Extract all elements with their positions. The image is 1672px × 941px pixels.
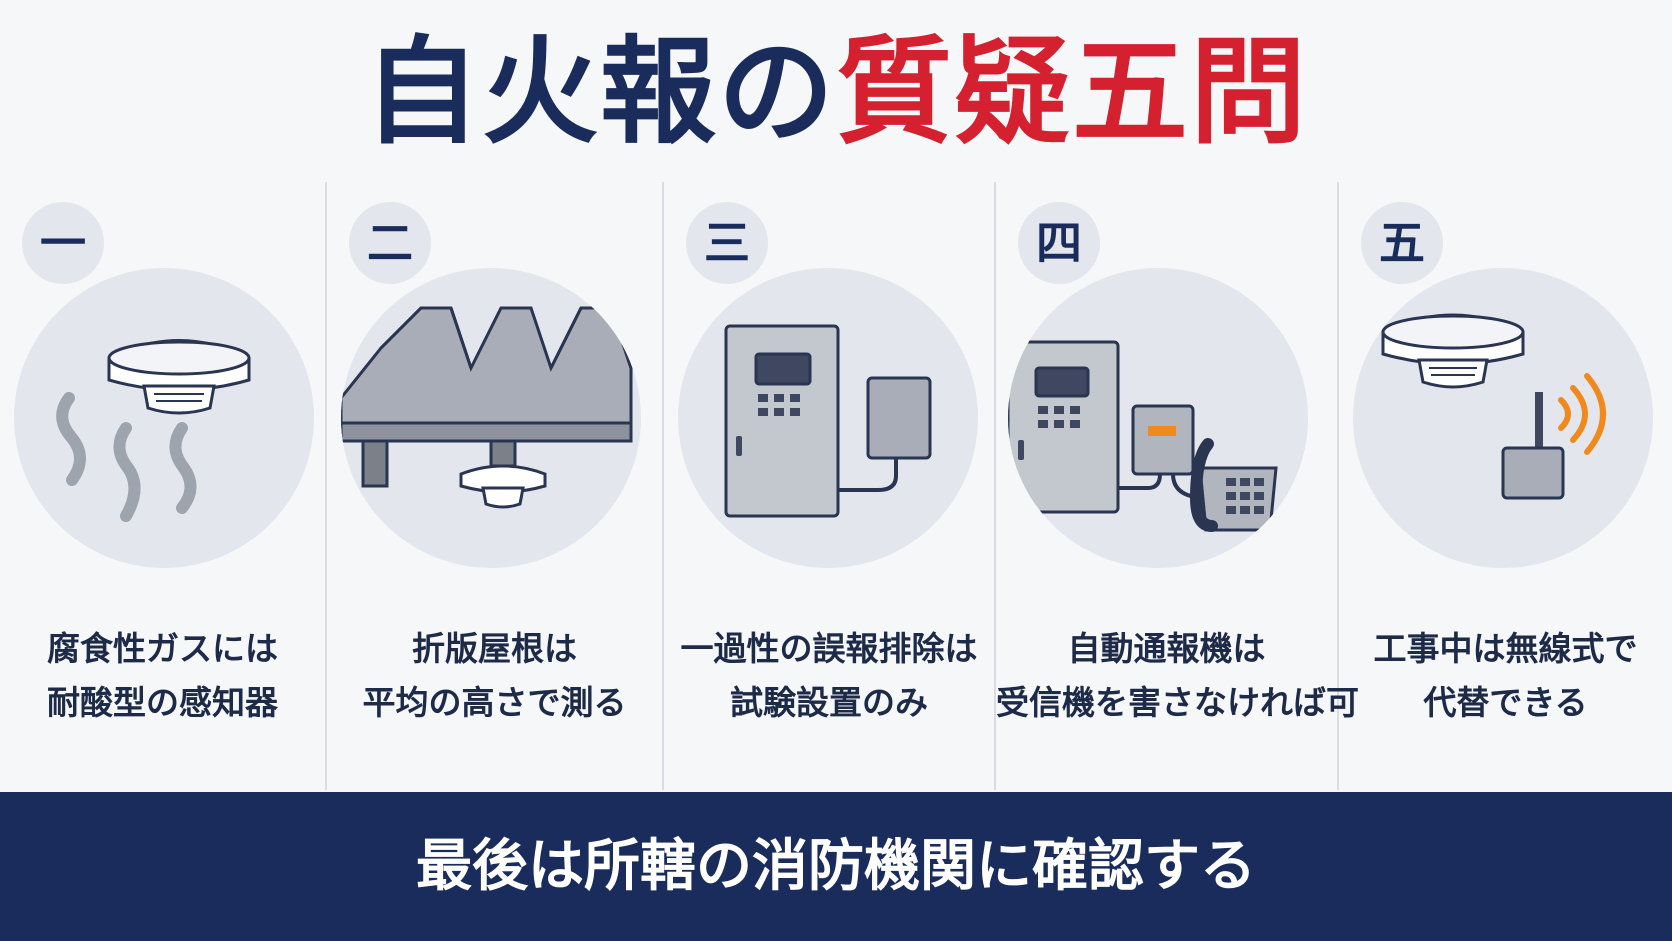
divider — [994, 182, 996, 790]
title-part-navy: 自火報の — [364, 25, 836, 160]
footer-text: 最後は所轄の消防機関に確認する — [416, 834, 1256, 899]
folded-plate-roof-detector-icon — [341, 306, 633, 509]
illustration-circle — [341, 268, 641, 568]
control-panel-with-auto-dialer-telephone-icon — [1008, 340, 1278, 532]
tip-panel-4: 四 — [996, 182, 1359, 790]
illustration-circle — [1008, 268, 1308, 568]
caption-line-2: 代替できる — [1423, 683, 1588, 722]
tip-caption: 一過性の誤報排除は 試験設置のみ — [664, 622, 994, 730]
divider — [662, 182, 664, 790]
tip-caption: 折版屋根は 平均の高さで測る — [327, 622, 662, 730]
page-title: 自火報の質疑五問 — [0, 18, 1672, 168]
number-badge: 二 — [349, 202, 431, 284]
tip-panel-3: 三 一過性の誤報排除は 試験設置のみ — [664, 182, 994, 790]
caption-line-2: 受信機を害さなければ可 — [996, 683, 1359, 722]
footer-banner: 最後は所轄の消防機関に確認する — [0, 792, 1672, 941]
smoke-detector-with-corrosive-gas-icon — [56, 339, 251, 522]
number-badge: 四 — [1018, 202, 1100, 284]
title-part-red: 質疑五問 — [836, 25, 1308, 160]
divider — [1337, 182, 1339, 790]
number-badge: 五 — [1361, 202, 1443, 284]
caption-line-1: 折版屋根は — [412, 629, 577, 668]
control-panel-with-accumulator-unit-icon — [724, 324, 932, 518]
number-badge: 一 — [22, 202, 104, 284]
illustration-circle — [1353, 268, 1653, 568]
tip-panel-5: 五 工事中は無線式で 代替できる — [1339, 182, 1672, 790]
caption-line-1: 自動通報機は — [1067, 629, 1266, 668]
tip-panel-2: 二 折版屋根は 平均の高さで測る — [327, 182, 662, 790]
caption-line-2: 試験設置のみ — [730, 683, 928, 722]
illustration-circle — [14, 268, 314, 568]
tip-caption: 自動通報機は 受信機を害さなければ可 — [996, 622, 1359, 730]
caption-line-1: 工事中は無線式で — [1373, 629, 1638, 668]
tip-caption: 腐食性ガスには 耐酸型の感知器 — [0, 622, 325, 730]
number-badge: 三 — [686, 202, 768, 284]
caption-line-1: 腐食性ガスには — [47, 629, 278, 668]
tips-panels: 一 腐食性ガスには 耐酸型の感知器 二 — [0, 182, 1672, 790]
caption-line-2: 耐酸型の感知器 — [47, 683, 278, 722]
tip-panel-1: 一 腐食性ガスには 耐酸型の感知器 — [0, 182, 325, 790]
tip-caption: 工事中は無線式で 代替できる — [1339, 622, 1672, 730]
caption-line-1: 一過性の誤報排除は — [680, 629, 978, 668]
illustration-circle — [678, 268, 978, 568]
wireless-detector-with-transmitter-icon — [1381, 313, 1606, 500]
divider — [325, 182, 327, 790]
caption-line-2: 平均の高さで測る — [362, 683, 627, 722]
